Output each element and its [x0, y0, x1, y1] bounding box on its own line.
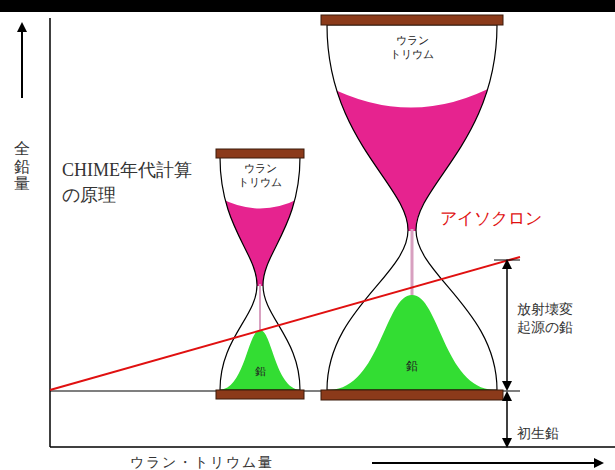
hourglass-text: 鉛 [406, 359, 418, 374]
large-hourglass [300, 15, 520, 400]
x-arrow [372, 462, 602, 464]
hourglass-part: ウラン トリウム [236, 162, 284, 190]
hourglass-text: ウラン トリウム [236, 162, 284, 190]
dimension-label: 初生鉛 [517, 424, 559, 442]
isochron-line [50, 257, 520, 390]
hourglass-text: ウラン トリウム [388, 34, 436, 62]
dimension-label: 放射壊変 起源の鉛 [517, 300, 581, 336]
hourglass-part: 鉛 [406, 359, 418, 374]
dimension-arrow [506, 275, 508, 389]
axis-label: 全鉛量 [14, 140, 30, 193]
dimension-arrow [506, 261, 508, 275]
top-bar [0, 0, 615, 12]
axis-label: ウラン・トリウム量 [130, 453, 274, 470]
tick [494, 260, 520, 261]
hourglass-part: ウラン トリウム [388, 34, 436, 62]
dimension-arrow [506, 393, 508, 418]
y-arrow [21, 24, 23, 98]
x-axis [50, 446, 615, 448]
hourglass-text: 鉛 [255, 365, 266, 379]
diagram-title: CHIME年代計算 の原理 [62, 158, 210, 208]
small-hourglass [200, 149, 320, 399]
hourglass-part: 鉛 [255, 365, 266, 379]
y-axis [49, 18, 51, 447]
dimension-arrow [506, 418, 508, 446]
isochron-label: アイソクロン [440, 207, 542, 229]
